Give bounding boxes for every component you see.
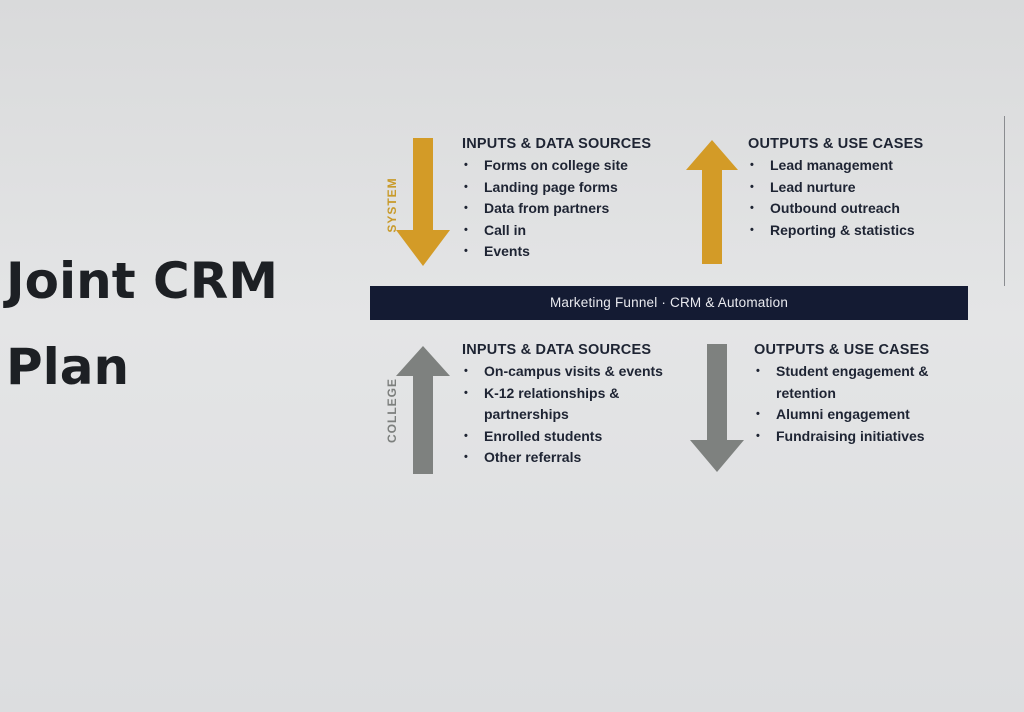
- list-item: K-12 relationships & partnerships: [462, 383, 644, 426]
- system-inputs: INPUTS & DATA SOURCES Forms on college s…: [462, 136, 651, 263]
- system-row: SYSTEM INPUTS & DATA SOURCES Forms on co…: [370, 132, 970, 272]
- college-row: COLLEGE INPUTS & DATA SOURCES On-campus …: [370, 338, 970, 483]
- list-item: Forms on college site: [462, 155, 651, 177]
- system-inputs-list: Forms on college site Landing page forms…: [462, 155, 651, 263]
- list-item: Alumni engagement: [754, 404, 944, 426]
- system-outputs-list: Lead management Lead nurture Outbound ou…: [748, 155, 923, 241]
- college-up-arrow-icon: [396, 346, 450, 474]
- list-item: Landing page forms: [462, 177, 651, 199]
- list-item: Lead management: [748, 155, 923, 177]
- list-item: On-campus visits & events: [462, 361, 682, 383]
- system-up-arrow-icon: [686, 140, 738, 264]
- system-outputs-heading: OUTPUTS & USE CASES: [748, 136, 924, 152]
- college-down-arrow-icon: [690, 344, 744, 472]
- list-item: Enrolled students: [462, 426, 682, 448]
- list-item: Other referrals: [462, 447, 682, 469]
- college-inputs-heading: INPUTS & DATA SOURCES: [462, 342, 652, 358]
- college-outputs-list: Student engagement & retention Alumni en…: [754, 361, 944, 447]
- system-down-arrow-icon: [396, 138, 450, 266]
- page-title: Joint CRM Plan: [6, 252, 278, 396]
- college-outputs-heading: OUTPUTS & USE CASES: [754, 342, 930, 358]
- system-outputs: OUTPUTS & USE CASES Lead management Lead…: [748, 136, 923, 241]
- list-item: Student engagement & retention: [754, 361, 944, 404]
- system-inputs-heading: INPUTS & DATA SOURCES: [462, 136, 652, 152]
- list-item: Events: [462, 241, 651, 263]
- college-inputs-list: On-campus visits & events K-12 relations…: [462, 361, 682, 469]
- college-inputs: INPUTS & DATA SOURCES On-campus visits &…: [462, 342, 682, 469]
- list-item: Reporting & statistics: [748, 220, 923, 242]
- list-item: Outbound outreach: [748, 198, 923, 220]
- list-item: Data from partners: [462, 198, 651, 220]
- list-item: Fundraising initiatives: [754, 426, 944, 448]
- college-outputs: OUTPUTS & USE CASES Student engagement &…: [754, 342, 944, 447]
- page-edge-divider: [1004, 116, 1005, 286]
- funnel-bar: Marketing Funnel · CRM & Automation: [370, 286, 968, 320]
- list-item: Call in: [462, 220, 651, 242]
- list-item: Lead nurture: [748, 177, 923, 199]
